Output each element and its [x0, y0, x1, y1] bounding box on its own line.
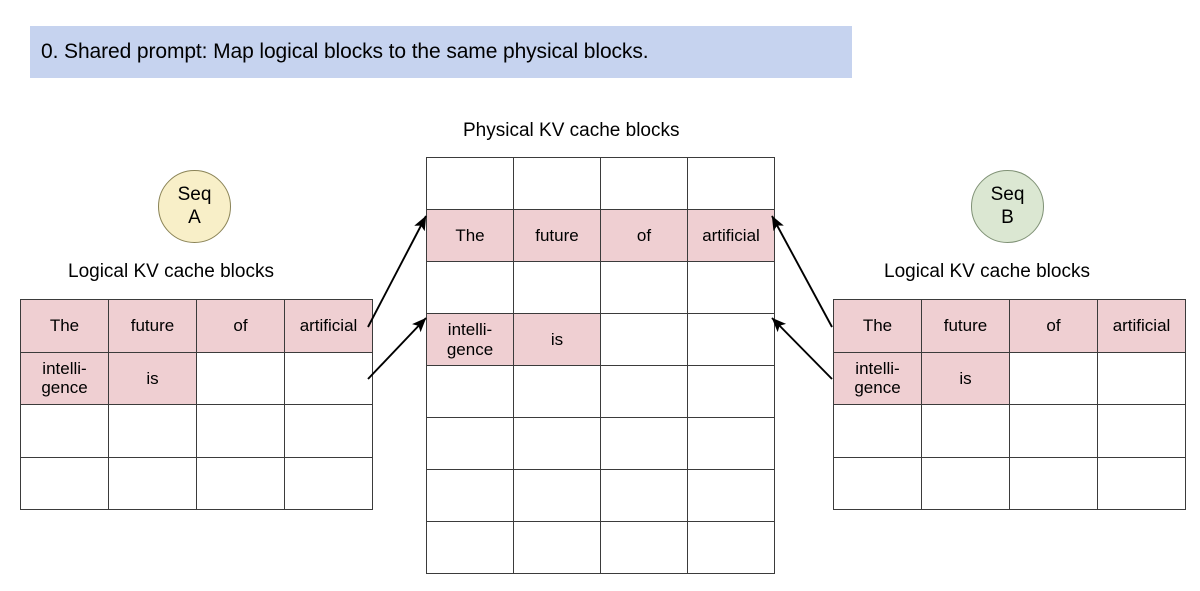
kv-block-cell-empty — [600, 417, 688, 470]
kv-block-cell-empty — [687, 417, 775, 470]
kv-block-cell-empty — [20, 404, 109, 458]
kv-block-cell-empty — [687, 313, 775, 366]
table-row — [833, 456, 1186, 510]
kv-block-cell-empty — [600, 469, 688, 522]
arrow-b-row1-to-physical-row2 — [771, 215, 833, 328]
kv-block-cell-empty — [426, 469, 514, 522]
kv-block-cell-empty — [196, 456, 285, 510]
table-row — [426, 521, 775, 574]
kv-block-cell-empty — [426, 521, 514, 574]
table-row — [20, 456, 373, 510]
table-row — [426, 417, 775, 470]
table-row — [833, 404, 1186, 458]
kv-block-cell-empty — [513, 417, 601, 470]
kv-block-cell-filled: artificial — [687, 209, 775, 262]
kv-block-cell-empty — [513, 157, 601, 210]
seq-b-badge: Seq B — [971, 170, 1044, 243]
kv-block-cell-empty — [600, 365, 688, 418]
kv-block-cell-empty — [108, 456, 197, 510]
kv-block-cell-empty — [687, 261, 775, 314]
kv-block-cell-filled: The — [833, 299, 922, 353]
arrow-b-row2-to-physical-row4 — [771, 317, 833, 380]
kv-block-cell-filled: is — [108, 351, 197, 405]
kv-block-cell-empty — [284, 404, 373, 458]
shared-prompt-banner: 0. Shared prompt: Map logical blocks to … — [30, 26, 852, 78]
kv-block-cell-empty — [1097, 404, 1186, 458]
kv-block-cell-filled: intelli-gence — [20, 351, 109, 405]
table-row — [426, 261, 775, 314]
kv-block-cell-empty — [600, 261, 688, 314]
kv-block-cell-empty — [600, 157, 688, 210]
seq-a-label-line2: A — [188, 206, 201, 228]
kv-block-cell-empty — [426, 417, 514, 470]
logical-blocks-caption-b: Logical KV cache blocks — [884, 261, 1090, 282]
kv-block-cell-filled: of — [196, 299, 285, 353]
kv-block-cell-empty — [196, 351, 285, 405]
table-row — [426, 365, 775, 418]
kv-block-cell-empty — [513, 365, 601, 418]
seq-b-label-line2: B — [1001, 206, 1014, 228]
kv-block-cell-empty — [196, 404, 285, 458]
kv-block-cell-empty — [833, 456, 922, 510]
kv-block-cell-empty — [513, 261, 601, 314]
table-row — [426, 157, 775, 210]
kv-block-cell-filled: The — [426, 209, 514, 262]
kv-block-cell-empty — [284, 351, 373, 405]
kv-block-cell-empty — [921, 404, 1010, 458]
kv-block-cell-empty — [426, 261, 514, 314]
kv-block-cell-filled: artificial — [1097, 299, 1186, 353]
kv-block-cell-empty — [833, 404, 922, 458]
kv-block-cell-empty — [687, 469, 775, 522]
logical-blocks-caption-a: Logical KV cache blocks — [68, 261, 274, 282]
kv-block-cell-filled: is — [513, 313, 601, 366]
table-row — [426, 469, 775, 522]
kv-block-cell-empty — [1009, 351, 1098, 405]
kv-block-cell-empty — [600, 521, 688, 574]
kv-block-cell-empty — [687, 521, 775, 574]
table-row — [20, 404, 373, 458]
arrow-a-row2-to-physical-row4 — [367, 317, 427, 380]
seq-b-label-line1: Seq — [990, 184, 1025, 206]
kv-block-cell-empty — [687, 157, 775, 210]
shared-prompt-text: 0. Shared prompt: Map logical blocks to … — [41, 40, 649, 63]
kv-block-cell-empty — [600, 313, 688, 366]
kv-block-cell-filled: is — [921, 351, 1010, 405]
kv-block-cell-filled: of — [1009, 299, 1098, 353]
kv-block-cell-filled: of — [600, 209, 688, 262]
physical-blocks-caption: Physical KV cache blocks — [463, 120, 680, 141]
kv-block-cell-filled: artificial — [284, 299, 373, 353]
kv-block-cell-empty — [513, 469, 601, 522]
seq-a-label-line1: Seq — [177, 184, 212, 206]
kv-block-cell-empty — [1097, 351, 1186, 405]
kv-block-cell-filled: future — [921, 299, 1010, 353]
kv-block-cell-empty — [921, 456, 1010, 510]
kv-block-cell-filled: The — [20, 299, 109, 353]
kv-block-cell-empty — [426, 157, 514, 210]
kv-block-cell-empty — [1009, 456, 1098, 510]
seq-a-badge: Seq A — [158, 170, 231, 243]
kv-block-cell-empty — [687, 365, 775, 418]
kv-block-cell-empty — [284, 456, 373, 510]
kv-block-cell-empty — [513, 521, 601, 574]
kv-block-cell-empty — [20, 456, 109, 510]
kv-block-cell-empty — [1009, 404, 1098, 458]
kv-block-cell-empty — [108, 404, 197, 458]
kv-block-cell-filled: intelli-gence — [833, 351, 922, 405]
arrow-a-row1-to-physical-row2 — [367, 215, 427, 328]
kv-block-cell-empty — [426, 365, 514, 418]
kv-block-cell-filled: future — [108, 299, 197, 353]
kv-block-cell-filled: intelli-gence — [426, 313, 514, 366]
kv-block-cell-filled: future — [513, 209, 601, 262]
kv-block-cell-empty — [1097, 456, 1186, 510]
